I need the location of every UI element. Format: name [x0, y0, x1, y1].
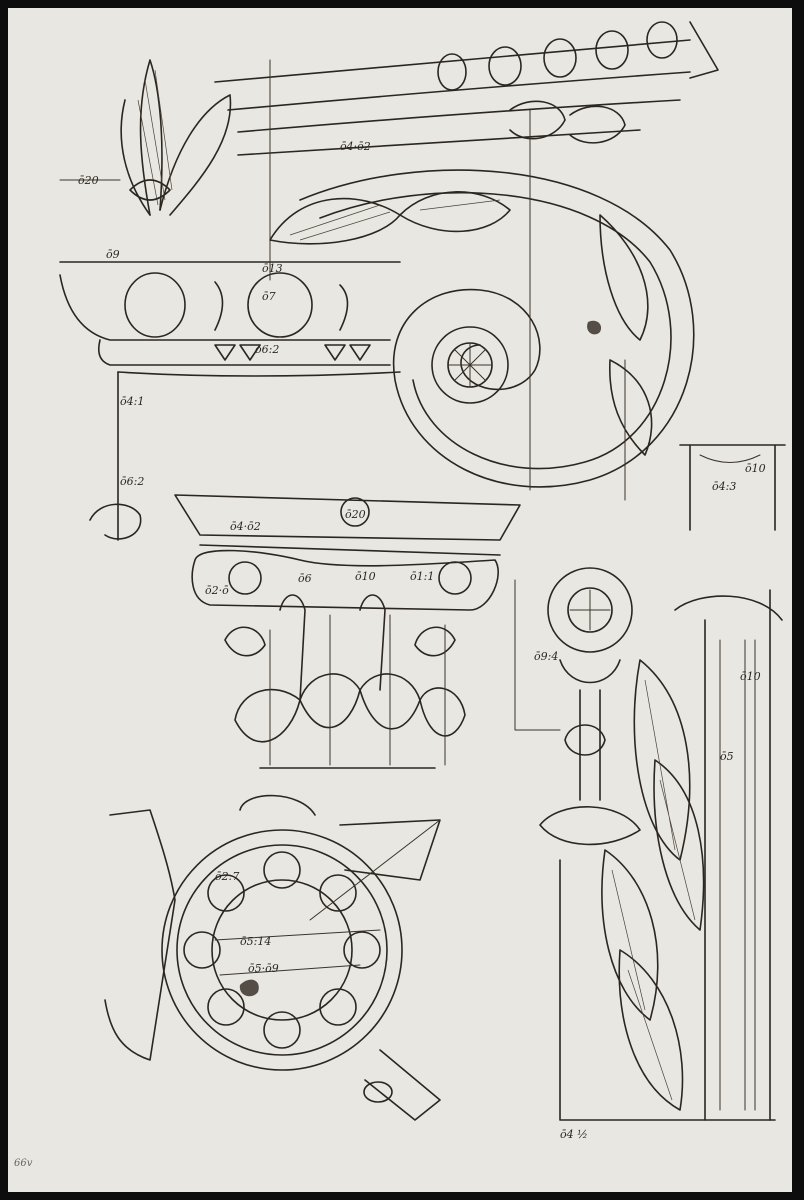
- dim-label: ō10: [355, 570, 376, 583]
- dim-label: ō4:3: [712, 480, 736, 493]
- dim-label: ō5:14: [240, 935, 271, 948]
- dim-label: ō10: [740, 670, 761, 683]
- dim-label: ō9: [106, 248, 120, 261]
- acanthus-on-volute: [269, 191, 653, 456]
- corinthian-capital: ō4·ō2 ō20 ō6 ō10 ō1:1 ō2·ō: [174, 494, 521, 769]
- dim-label: ō2·ō: [205, 584, 229, 597]
- dim-label: ō20: [345, 508, 366, 521]
- dim-label: ō6:2: [255, 343, 279, 356]
- dim-label: ō4 ½: [560, 1128, 588, 1141]
- dim-label: ō9:4: [534, 650, 558, 663]
- dim-label: ō6:2: [120, 475, 144, 488]
- dim-label: ō2:7: [215, 870, 239, 883]
- top-ionic-capital: ō20 ō9 ō13 ō4·ō2 ō6:2 ō7 ō4:1 ō6:2: [59, 21, 719, 541]
- capital-plan: ō5:14 ō5·ō9 ō2:7: [104, 794, 441, 1121]
- dim-label: ō13: [262, 262, 283, 275]
- rosette-candelabra: ō9:4: [514, 567, 641, 846]
- dim-label: ō5·ō9: [248, 962, 279, 975]
- egg-row-top: [437, 21, 678, 91]
- dim-label: ō5: [720, 750, 734, 763]
- dim-label: ō7: [262, 290, 276, 303]
- acanthus-pilaster: ō10 ō5 ō4 ½: [559, 589, 783, 1141]
- palmette-ornament: [120, 59, 232, 216]
- small-elevation-right: ō4:3 ō10: [679, 444, 786, 531]
- dim-label: ō4:1: [120, 395, 144, 408]
- dim-label: ō20: [78, 174, 99, 187]
- inventory-mark: 66v: [14, 1158, 33, 1169]
- volute-spiral: [299, 169, 695, 488]
- dim-label: ō4·ō2: [340, 140, 371, 153]
- dim-label: ō6: [298, 572, 312, 585]
- dim-label: ō10: [745, 462, 766, 475]
- plan-petals: [183, 851, 381, 1049]
- dim-label: ō4·ō2: [230, 520, 261, 533]
- dim-label: ō1:1: [410, 570, 434, 583]
